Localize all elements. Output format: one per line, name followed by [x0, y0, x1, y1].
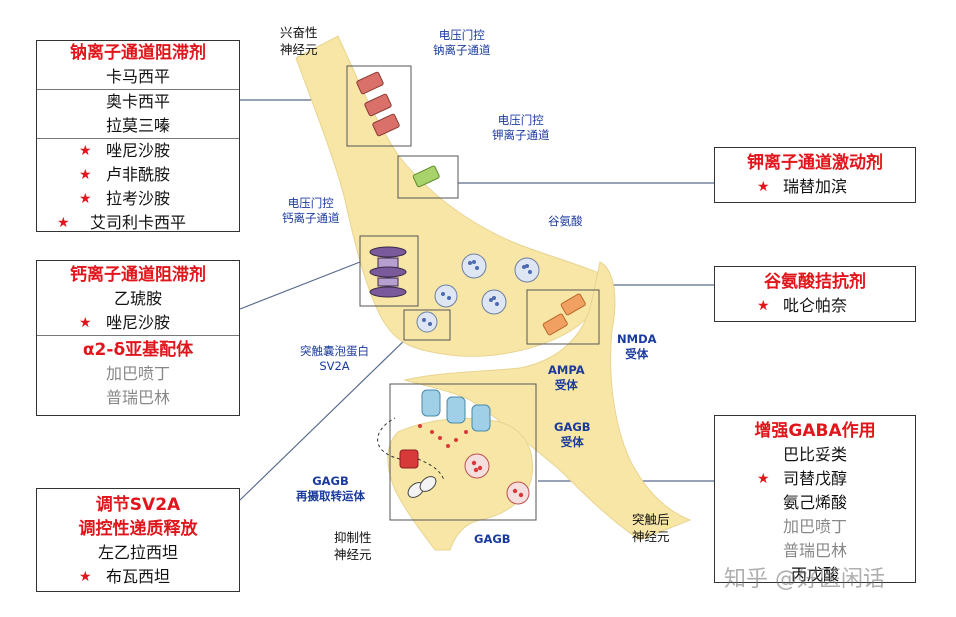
potassium-activator-box: 钾离子通道激动剂 ★瑞替加滨 — [714, 147, 916, 203]
drug-item: ★拉考沙胺 — [37, 187, 239, 211]
glutamate-vesicles — [434, 253, 540, 315]
drug-name: 丙戊酸 — [790, 565, 839, 584]
postsynaptic-neuron-label: 突触后神经元 — [632, 512, 670, 544]
drug-name: 左乙拉西坦 — [97, 543, 178, 562]
gaba-transporter — [399, 449, 419, 469]
drug-item: ★布瓦西坦 — [37, 565, 239, 589]
star-icon: ★ — [79, 167, 92, 183]
nav-channel-label: 电压门控钠离子通道 — [433, 28, 491, 57]
star-icon: ★ — [79, 569, 92, 585]
drug-item: ★卢非酰胺 — [37, 163, 239, 187]
sv2a-modulator-box: 调节SV2A 调控性递质释放 左乙拉西坦 ★布瓦西坦 — [36, 488, 240, 592]
cav-channel-label: 电压门控钙离子通道 — [282, 196, 340, 225]
drug-name: 加巴喷丁 — [105, 364, 170, 383]
glutamate-antagonist-box: 谷氨酸拮抗剂 ★吡仑帕奈 — [714, 266, 916, 322]
gaba-enhancer-box: 增强GABA作用 巴比妥类 ★司替戊醇 氨己烯酸 加巴喷丁 普瑞巴林 丙戊酸 — [714, 415, 916, 584]
drug-item: ★唑尼沙胺 — [37, 139, 239, 163]
glutamate-heading: 谷氨酸拮抗剂 — [764, 272, 866, 292]
drug-item: ★瑞替加滨 — [715, 175, 915, 199]
star-icon: ★ — [79, 143, 92, 159]
gaba-receptors — [421, 389, 491, 432]
inhibitory-neuron-label: 抑制性神经元 — [334, 530, 372, 562]
star-icon: ★ — [79, 191, 92, 207]
drug-name: 拉莫三嗪 — [105, 116, 170, 135]
star-icon: ★ — [757, 179, 770, 195]
drug-name: 卡马西平 — [105, 67, 170, 86]
calcium-blocker-box: 钙离子通道阻滞剂 乙琥胺 ★唑尼沙胺 α2-δ亚基配体 加巴喷丁 普瑞巴林 — [36, 260, 240, 416]
gaba-vesicles — [464, 453, 530, 505]
sv2a-heading: 调节SV2A — [95, 495, 181, 515]
sodium-blocker-heading: 钠离子通道阻滞剂 — [70, 43, 206, 63]
sv2a-heading-line2: 调控性递质释放 — [78, 519, 198, 539]
gaba-heading: 增强GABA作用 — [754, 421, 876, 441]
watermark: 知乎 @好医闲话 — [724, 567, 885, 592]
calcium-blocker-heading: 钙离子通道阻滞剂 — [70, 265, 206, 285]
star-icon: ★ — [57, 215, 70, 231]
glutamate-label: 谷氨酸 — [548, 214, 583, 228]
star-icon: ★ — [757, 298, 770, 314]
drug-item: ★唑尼沙胺 — [37, 311, 239, 335]
drug-name: 普瑞巴林 — [105, 388, 170, 407]
drug-name: 加巴喷丁 — [782, 517, 847, 536]
postsynaptic-neuron-shape — [403, 261, 692, 541]
kv-channel — [412, 165, 440, 188]
drug-name: 普瑞巴林 — [782, 541, 847, 560]
star-icon: ★ — [79, 315, 92, 331]
potassium-heading: 钾离子通道激动剂 — [747, 153, 883, 173]
drug-item: ★司替戊醇 — [715, 467, 915, 491]
drug-name: 巴比妥类 — [782, 445, 847, 464]
drug-name: 奥卡西平 — [105, 92, 170, 111]
glutamate-receptors — [542, 293, 586, 336]
mitochondria — [407, 476, 437, 498]
kv-channel-label: 电压门控钾离子通道 — [492, 113, 550, 142]
drug-name: 氨己烯酸 — [782, 493, 847, 512]
star-icon: ★ — [757, 471, 770, 487]
drug-name: 乙琥胺 — [113, 289, 162, 308]
excitatory-neuron-label: 兴奋性神经元 — [280, 25, 318, 57]
cav-channels — [369, 246, 407, 298]
alpha2delta-heading: α2-δ亚基配体 — [82, 340, 194, 360]
gaba-label: GAGB — [474, 532, 511, 546]
drug-item: ★吡仑帕奈 — [715, 294, 915, 318]
nav-channels — [356, 71, 400, 137]
sodium-blocker-box: 钠离子通道阻滞剂 卡马西平 奥卡西平 拉莫三嗪 ★唑尼沙胺 ★卢非酰胺 ★拉考沙… — [36, 40, 240, 232]
drug-item: ★艾司利卡西平 — [37, 211, 239, 235]
